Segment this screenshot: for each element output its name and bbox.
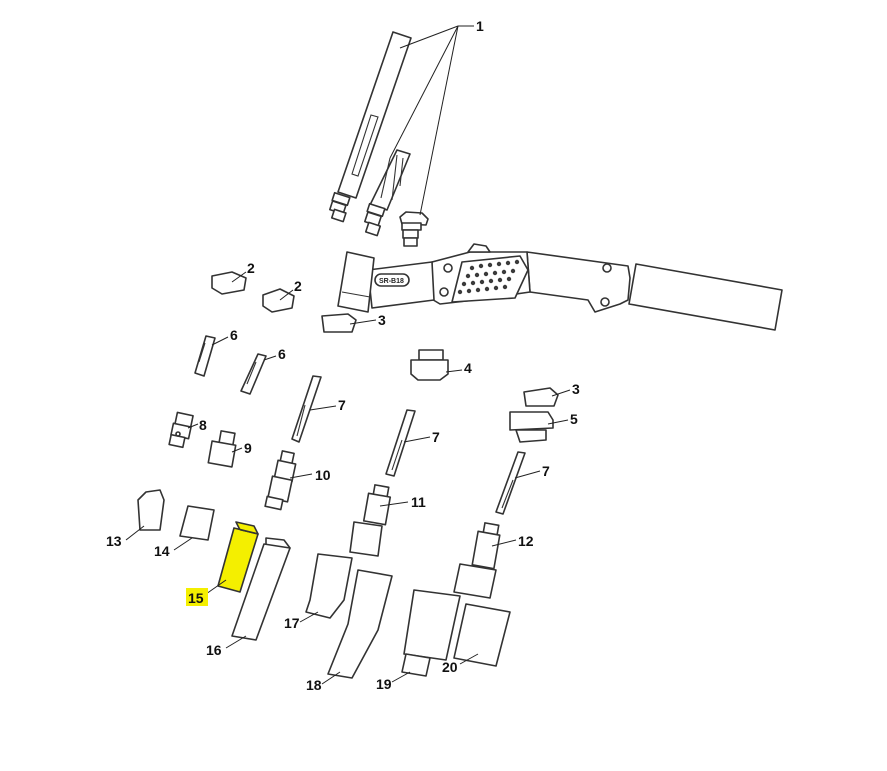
callout-13: 13 bbox=[106, 525, 145, 549]
part-18-nozzle[interactable] bbox=[327, 569, 393, 679]
callout-20: 20 bbox=[442, 653, 479, 675]
callout-1: 1 bbox=[389, 18, 484, 216]
callout-14: 14 bbox=[154, 537, 193, 559]
part-15-nozzle-highlighted[interactable] bbox=[217, 521, 259, 593]
callout-11: 11 bbox=[379, 494, 426, 510]
callout-label-3b: 3 bbox=[572, 381, 580, 397]
callout-17: 17 bbox=[284, 611, 319, 631]
callout-16: 16 bbox=[206, 635, 247, 658]
callout-label-18: 18 bbox=[306, 677, 322, 693]
callout-7b: 7 bbox=[403, 429, 440, 445]
callout-label-2a: 2 bbox=[247, 260, 255, 276]
callout-3a: 3 bbox=[349, 312, 386, 328]
callout-label-19: 19 bbox=[376, 676, 392, 692]
part-20-nozzle[interactable] bbox=[453, 603, 511, 667]
callout-2b: 2 bbox=[279, 278, 302, 301]
callout-label-7b: 7 bbox=[432, 429, 440, 445]
callout-label-11: 11 bbox=[411, 494, 426, 510]
callout-label-15: 15 bbox=[188, 590, 204, 606]
callout-6a: 6 bbox=[211, 327, 238, 346]
part-7-electrode-c[interactable] bbox=[495, 451, 526, 515]
callout-label-3a: 3 bbox=[378, 312, 386, 328]
callout-label-12: 12 bbox=[518, 533, 534, 549]
part-16-nozzle[interactable] bbox=[231, 537, 291, 641]
part-17-nozzle[interactable] bbox=[305, 553, 353, 619]
part-6-collet-a[interactable] bbox=[194, 335, 216, 377]
part-8-gas-lens[interactable] bbox=[168, 411, 194, 449]
part-6-collet-b[interactable] bbox=[240, 353, 267, 395]
callout-6b: 6 bbox=[263, 346, 286, 362]
part-13-nozzle[interactable] bbox=[137, 489, 165, 531]
callout-label-16: 16 bbox=[206, 642, 222, 658]
callout-5: 5 bbox=[547, 411, 578, 427]
model-tag bbox=[374, 273, 410, 287]
callout-7c: 7 bbox=[514, 463, 550, 479]
callout-highlight-box bbox=[186, 588, 208, 606]
callout-label-10: 10 bbox=[315, 467, 331, 483]
callout-label-20: 20 bbox=[442, 659, 458, 675]
callout-label-13: 13 bbox=[106, 533, 122, 549]
callout-label-17: 17 bbox=[284, 615, 300, 631]
callout-label-1: 1 bbox=[476, 18, 484, 34]
callout-label-7a: 7 bbox=[338, 397, 346, 413]
callout-2a: 2 bbox=[231, 260, 255, 283]
callout-label-4: 4 bbox=[464, 360, 472, 376]
part-14-nozzle[interactable] bbox=[179, 505, 215, 541]
callout-label-5: 5 bbox=[570, 411, 578, 427]
callout-15: 15 bbox=[186, 579, 227, 606]
part-11-gas-lens[interactable] bbox=[349, 484, 392, 557]
part-7-electrode-a[interactable] bbox=[291, 375, 322, 443]
callout-label-6b: 6 bbox=[278, 346, 286, 362]
torch-model-label: SR-B18 bbox=[379, 278, 404, 285]
callout-12: 12 bbox=[491, 533, 534, 549]
callout-10: 10 bbox=[289, 467, 331, 483]
callout-9: 9 bbox=[231, 440, 252, 456]
part-10-collet-body[interactable] bbox=[264, 450, 297, 511]
part-3-gasket-a[interactable] bbox=[321, 313, 357, 333]
callout-label-2b: 2 bbox=[294, 278, 302, 294]
callout-label-14: 14 bbox=[154, 543, 170, 559]
torch-body[interactable]: SR-B18 bbox=[337, 243, 783, 331]
part-9-collet-body[interactable] bbox=[207, 430, 237, 468]
callout-label-6a: 6 bbox=[230, 327, 238, 343]
part-3-gasket-b[interactable] bbox=[523, 387, 559, 407]
part-7-electrode-b[interactable] bbox=[385, 409, 416, 477]
callout-19: 19 bbox=[376, 671, 411, 692]
callout-label-8: 8 bbox=[199, 417, 207, 433]
part-4-insulator[interactable] bbox=[410, 349, 449, 381]
callout-8: 8 bbox=[187, 417, 207, 433]
grip-texture bbox=[451, 255, 529, 303]
callout-3b: 3 bbox=[551, 381, 580, 397]
callout-4: 4 bbox=[445, 360, 472, 376]
callout-18: 18 bbox=[306, 671, 341, 693]
callout-7a: 7 bbox=[309, 397, 346, 413]
part-1-back-caps[interactable] bbox=[328, 31, 429, 247]
part-19-nozzle[interactable] bbox=[401, 589, 461, 677]
part-12-gas-lens[interactable] bbox=[453, 522, 501, 599]
callout-label-7c: 7 bbox=[542, 463, 550, 479]
part-5-insulator[interactable] bbox=[509, 411, 554, 443]
callout-label-9: 9 bbox=[244, 440, 252, 456]
